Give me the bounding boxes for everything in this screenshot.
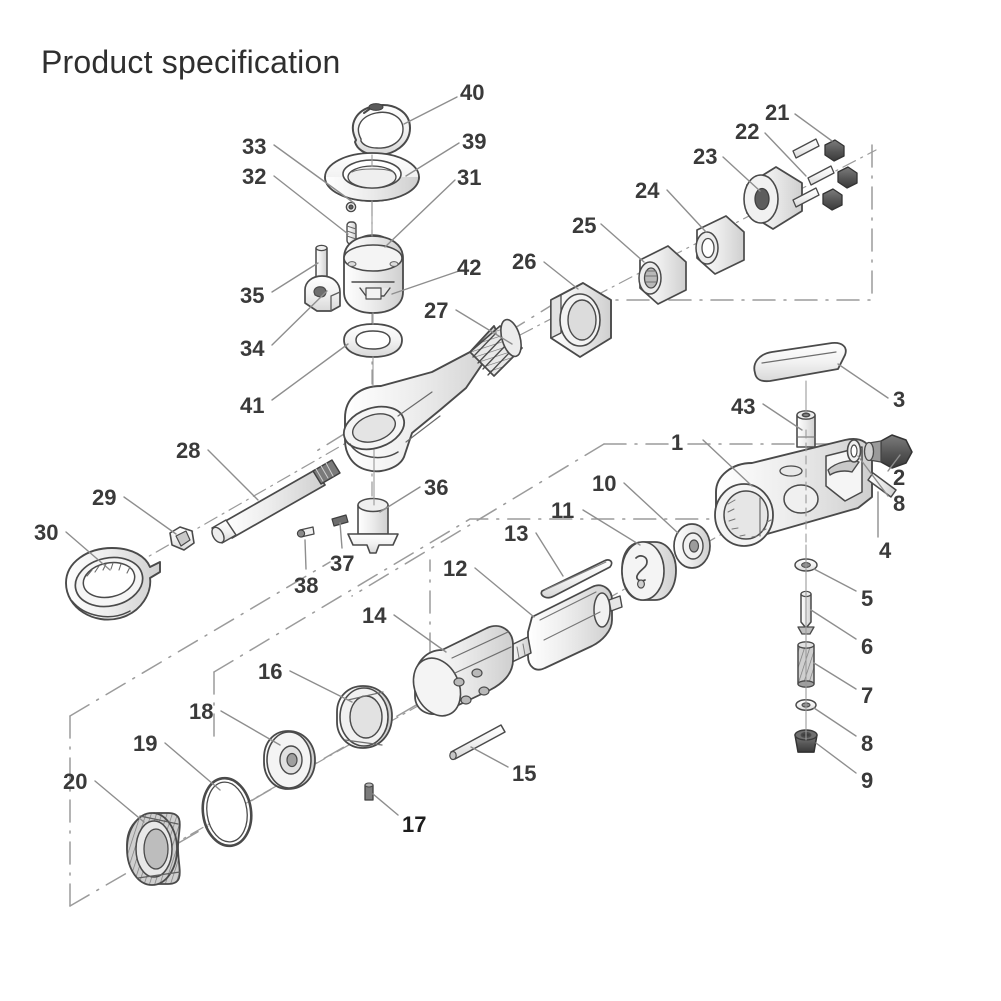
callout-41[interactable]: 41 [240, 393, 265, 418]
callout-43[interactable]: 43 [731, 394, 756, 419]
callout-35[interactable]: 35 [240, 283, 265, 308]
callout-3[interactable]: 3 [893, 387, 906, 412]
callout-21[interactable]: 21 [765, 100, 790, 125]
callout-4[interactable]: 4 [879, 538, 892, 563]
callout-34[interactable]: 34 [240, 336, 265, 361]
callout-26[interactable]: 26 [512, 249, 537, 274]
callout-37[interactable]: 37 [330, 551, 355, 576]
callout-30[interactable]: 30 [34, 520, 59, 545]
callout-9[interactable]: 9 [861, 768, 874, 793]
callout-27[interactable]: 27 [424, 298, 449, 323]
callout-8-upper[interactable]: 8 [893, 491, 906, 516]
callout-29[interactable]: 29 [92, 485, 117, 510]
callout-14[interactable]: 14 [362, 603, 387, 628]
callout-32[interactable]: 32 [242, 164, 267, 189]
callout-22[interactable]: 22 [735, 119, 760, 144]
callout-25[interactable]: 25 [572, 213, 597, 238]
callout-40[interactable]: 40 [460, 80, 485, 105]
callout-17[interactable]: 17 [402, 812, 427, 837]
callout-6[interactable]: 6 [861, 634, 874, 659]
callout-39[interactable]: 39 [462, 129, 487, 154]
callout-11[interactable]: 11 [551, 498, 575, 523]
callout-10[interactable]: 10 [592, 471, 617, 496]
callout-31[interactable]: 31 [457, 165, 482, 190]
callout-5[interactable]: 5 [861, 586, 874, 611]
callout-33[interactable]: 33 [242, 134, 267, 159]
callout-19[interactable]: 19 [133, 731, 158, 756]
callout-15[interactable]: 15 [512, 761, 537, 786]
callout-36[interactable]: 36 [424, 475, 449, 500]
callout-13[interactable]: 13 [504, 521, 529, 546]
callout-28[interactable]: 28 [176, 438, 201, 463]
callout-8-lower[interactable]: 8 [861, 731, 874, 756]
callout-23[interactable]: 23 [693, 144, 718, 169]
callout-16[interactable]: 16 [258, 659, 283, 684]
callout-18[interactable]: 18 [189, 699, 214, 724]
callout-42[interactable]: 42 [457, 255, 482, 280]
callout-12[interactable]: 12 [443, 556, 468, 581]
callout-1[interactable]: 1 [671, 430, 684, 455]
callout-24[interactable]: 24 [635, 178, 660, 203]
callout-38[interactable]: 38 [294, 573, 319, 598]
callout-7[interactable]: 7 [861, 683, 874, 708]
page-title: Product specification [41, 44, 341, 80]
callout-20[interactable]: 20 [63, 769, 88, 794]
callout-2[interactable]: 2 [893, 465, 906, 490]
